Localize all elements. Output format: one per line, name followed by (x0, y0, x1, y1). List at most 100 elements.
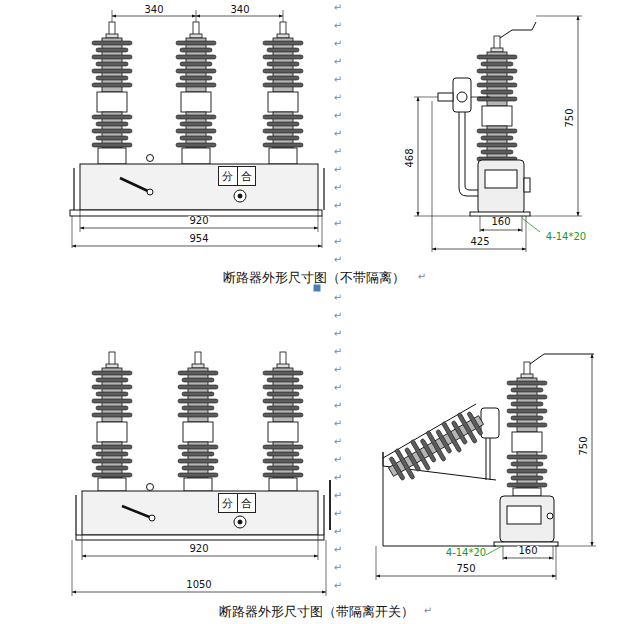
dimension-line (80, 228, 318, 229)
insulator-shed (176, 83, 216, 87)
insulator-shed (176, 129, 216, 133)
insulator-shed (92, 55, 132, 59)
insulator-shed (511, 476, 543, 480)
insulator-shed (263, 129, 303, 133)
drawing-line (486, 438, 487, 480)
paragraph-mark: ↵ (334, 383, 342, 393)
paragraph-mark: ↵ (334, 563, 342, 573)
dimension-line (196, 16, 283, 17)
dimension: 750 (565, 107, 575, 128)
insulator-shed (263, 413, 303, 417)
dimension: 1050 (185, 580, 212, 590)
insulator-shed (96, 136, 128, 140)
dimension: 468 (405, 147, 415, 168)
insulator-shed (477, 97, 517, 101)
paragraph-mark: ↵ (334, 93, 342, 103)
insulator-shed (182, 452, 214, 456)
paragraph-mark: ↵ (334, 401, 342, 411)
insulator-shed (180, 62, 212, 66)
insulator-shed (180, 122, 212, 126)
drawing-line (432, 101, 433, 252)
indicator-text: 分 (219, 494, 237, 512)
insulator-base (182, 148, 210, 164)
insulator-shed (178, 473, 218, 477)
terminal-cap (190, 34, 202, 38)
insulator-shed (267, 392, 299, 396)
paragraph-mark: ↵ (334, 219, 342, 229)
insulator-base (513, 488, 541, 496)
drawing-line (555, 546, 596, 547)
dimension-line (592, 354, 593, 546)
drawing-line (471, 97, 490, 98)
insulator-shed (507, 455, 547, 459)
insulator-shed (410, 439, 430, 470)
drawing-line (490, 438, 491, 480)
insulator-shed (263, 385, 303, 389)
insulator-shed (178, 399, 218, 403)
drawing-line (382, 452, 384, 466)
insulator-shed (96, 62, 128, 66)
terminal-cap (277, 34, 289, 38)
side-pipe (459, 112, 478, 196)
insulator-shed (507, 381, 547, 385)
insulator-shed (263, 83, 303, 87)
terminal-cap (277, 364, 289, 368)
insulator-shed (263, 55, 303, 59)
housing (500, 496, 554, 542)
drawing-line (120, 178, 150, 192)
housing (478, 160, 524, 214)
insulator-shed (467, 411, 483, 436)
insulator-shed (92, 41, 132, 45)
paragraph-mark: ↵ (334, 39, 342, 49)
insulator-shed (92, 399, 132, 403)
insulator-shed (267, 62, 299, 66)
insulator-shed (178, 371, 218, 375)
paragraph-mark: ↵ (334, 147, 342, 157)
insulator-shed (176, 115, 216, 119)
dimension-line (418, 97, 419, 216)
insulator-shed (263, 371, 303, 375)
insulator-base (98, 148, 126, 164)
terminal-cap (521, 374, 533, 378)
paragraph-mark: ↵ (334, 75, 342, 85)
caption: 断路器外形尺寸图（带隔离开关） (219, 605, 414, 618)
insulator-shed (178, 413, 218, 417)
paragraph-mark: ↵ (334, 57, 342, 67)
dimension-line (503, 558, 553, 559)
dimension-line (376, 576, 556, 577)
terminal-cap (491, 48, 503, 52)
dimension: 160 (517, 546, 538, 556)
insulator-base (269, 478, 297, 491)
paragraph-mark: ↵ (418, 272, 426, 282)
dimension-line (82, 556, 318, 557)
drawing-line (73, 168, 74, 210)
insulator-shed (176, 41, 216, 45)
insulator-shed (182, 406, 214, 410)
insulator-collar (97, 92, 127, 112)
insulator-shed (267, 406, 299, 410)
paragraph-mark: ↵ (334, 183, 342, 193)
dimension-line (578, 16, 579, 216)
insulator-shed (92, 83, 132, 87)
paragraph-mark: ↵ (334, 419, 342, 429)
insulator-core (388, 416, 483, 477)
paragraph-mark: ↵ (334, 255, 342, 265)
hole-spec: 4-14*20 (546, 232, 586, 242)
paragraph-mark: ↵ (334, 491, 342, 501)
ground-screw (147, 155, 154, 162)
lever-pivot (149, 515, 155, 521)
lead-wire (500, 22, 536, 38)
drawing-line (480, 216, 481, 232)
insulator-shed (507, 469, 547, 473)
drawing-line (530, 216, 582, 217)
paragraph-mark: ↵ (334, 293, 342, 303)
terminal-cap (106, 364, 118, 368)
dimension: 425 (469, 237, 490, 247)
paragraph-mark: ↵ (334, 3, 342, 13)
housing-window (507, 506, 541, 524)
drawing-line (326, 540, 327, 596)
dimension-line (480, 230, 522, 231)
terminal-cap (106, 34, 118, 38)
insulator-shed (511, 416, 543, 420)
